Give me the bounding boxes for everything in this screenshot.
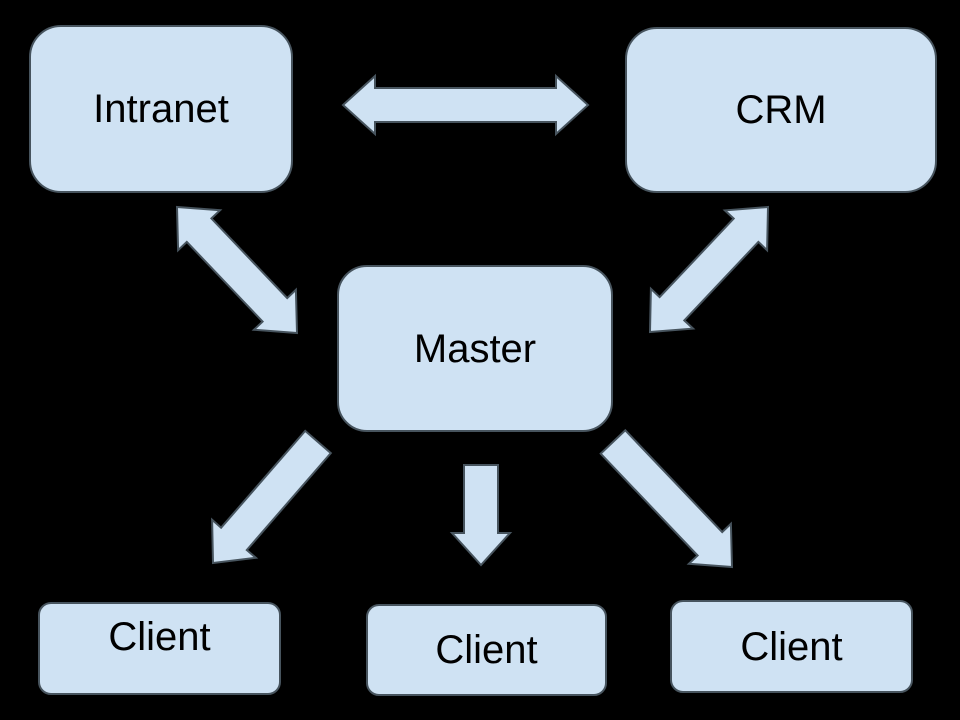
node-intranet-label: Intranet bbox=[93, 87, 229, 131]
node-client-right: Client bbox=[670, 600, 913, 693]
node-client-right-label: Client bbox=[740, 624, 843, 669]
node-client-mid-label: Client bbox=[435, 628, 538, 672]
double-arrow-intranet-master bbox=[175, 205, 299, 335]
node-master-label: Master bbox=[413, 326, 537, 371]
double-arrow-master-crm bbox=[648, 205, 770, 334]
node-master: Master bbox=[337, 265, 613, 432]
node-crm-label: CRM bbox=[735, 88, 827, 132]
arrow-master-client-right bbox=[599, 428, 734, 569]
node-client-mid: Client bbox=[366, 604, 607, 696]
double-arrow-intranet-crm bbox=[341, 73, 590, 137]
arrow-master-client-mid bbox=[449, 464, 513, 567]
node-intranet: Intranet bbox=[29, 25, 293, 193]
arrow-master-client-left bbox=[211, 429, 333, 565]
node-crm: CRM bbox=[625, 27, 937, 193]
node-client-left-label: Client bbox=[108, 614, 211, 659]
node-client-left: Client bbox=[38, 602, 281, 695]
